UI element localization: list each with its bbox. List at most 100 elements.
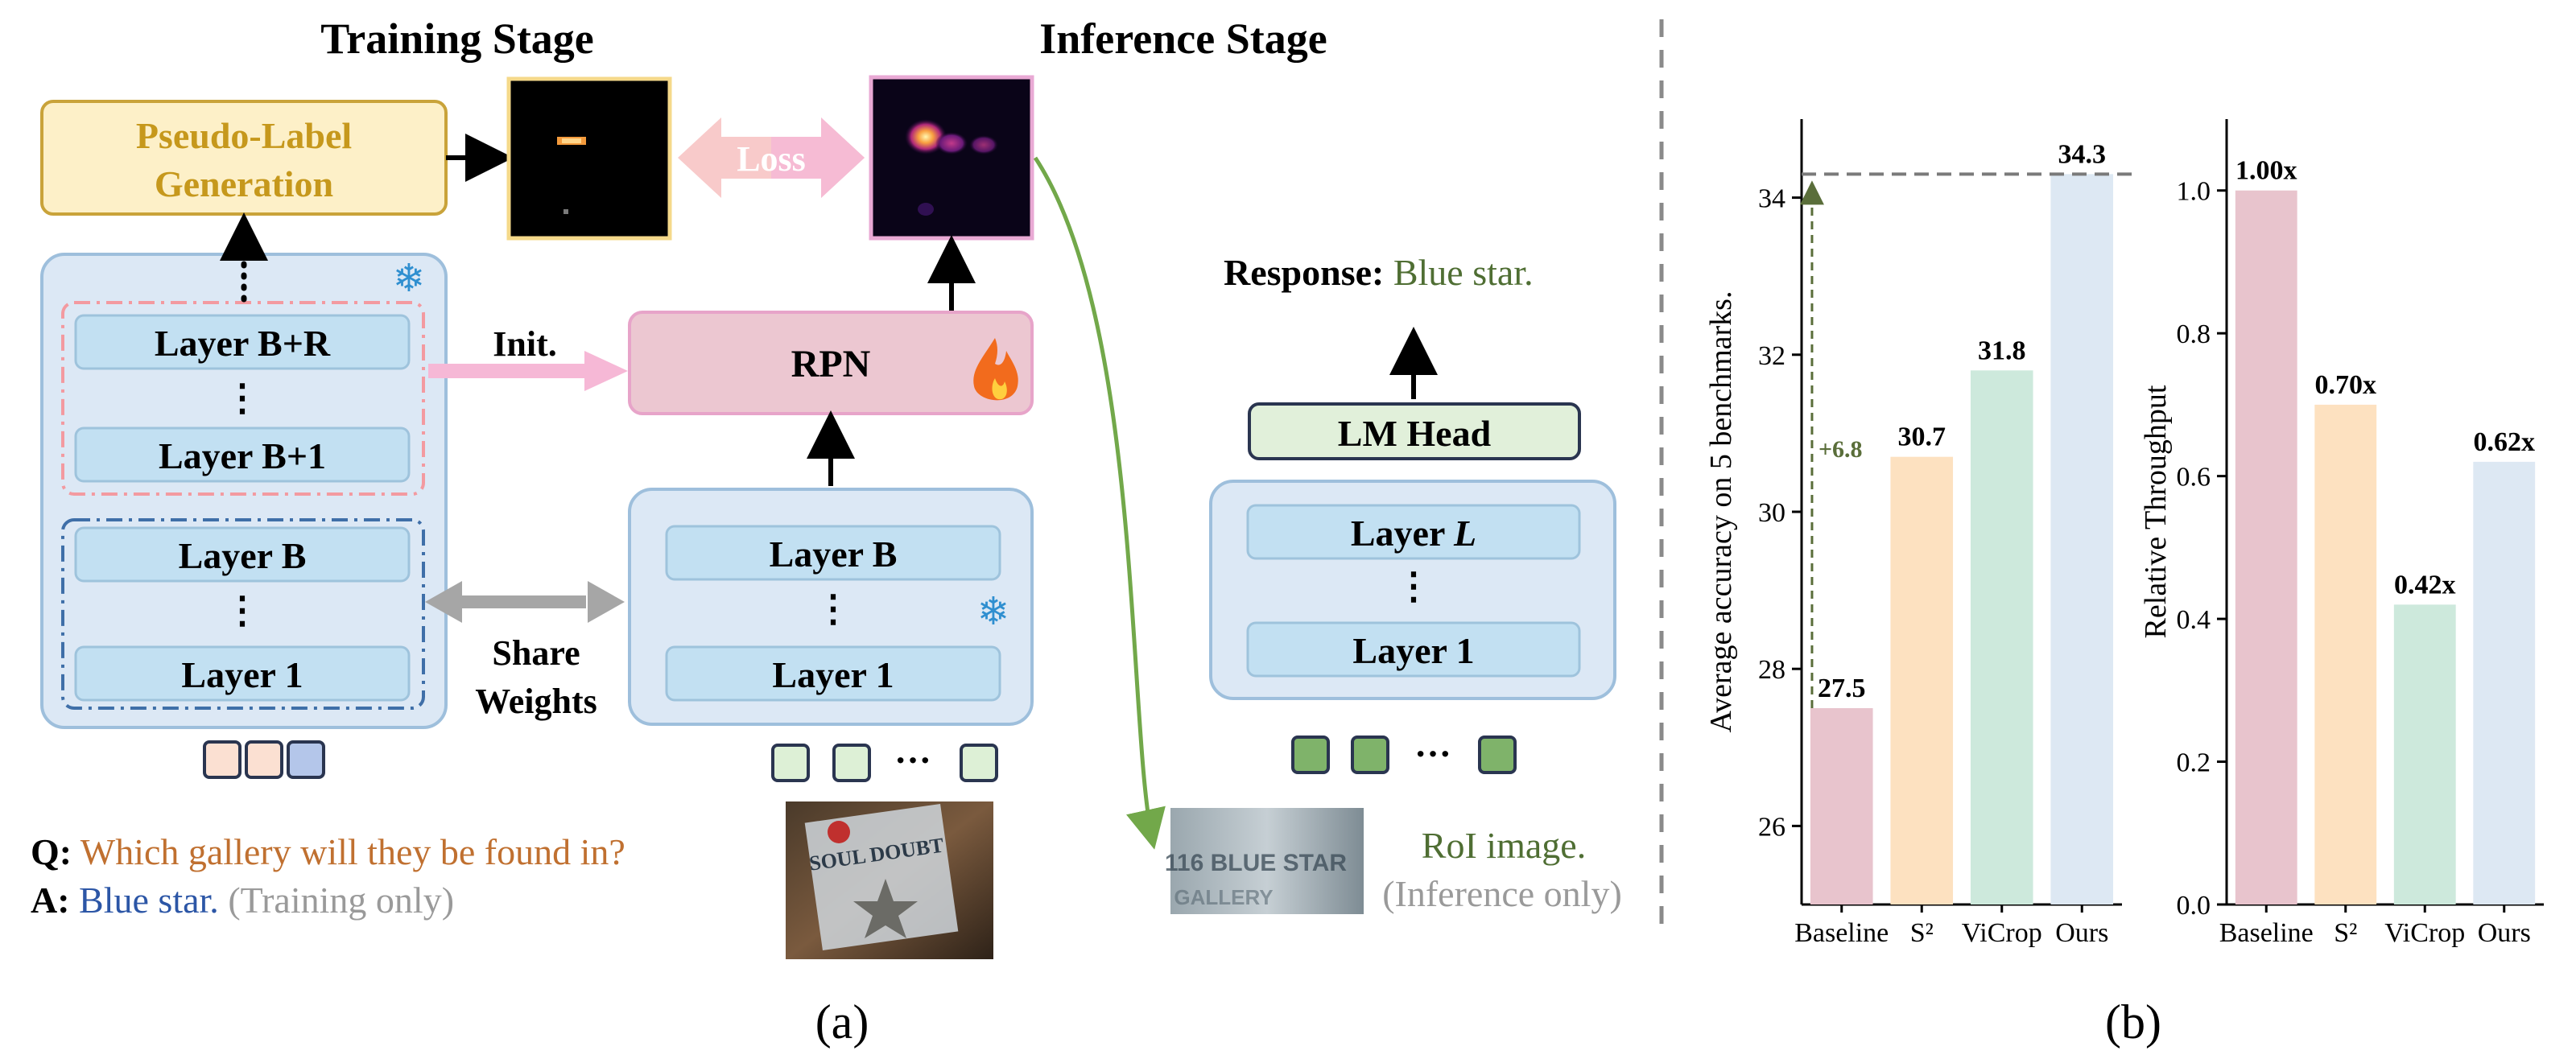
right-layer-l-prefix: Layer	[1351, 513, 1454, 554]
response-answer: Blue star.	[1384, 252, 1533, 293]
x-tick-label: Ours	[2478, 918, 2531, 948]
answer-note: (Training only)	[219, 880, 454, 921]
bar-2	[1970, 370, 2033, 904]
answer-prefix: A:	[31, 880, 70, 921]
training-stage-title: Training Stage	[320, 14, 594, 63]
roi-photo-text-2: GALLERY	[1174, 885, 1273, 909]
bar-value-label: 31.8	[1978, 336, 2026, 365]
y-tick-label: 0.4	[2177, 605, 2211, 635]
caption-a: (a)	[815, 995, 869, 1049]
x-tick-label: S²	[1910, 918, 1934, 948]
roi-label: RoI image.	[1422, 825, 1586, 866]
y-axis-title: Relative Throughput	[2139, 385, 2173, 638]
x-tick-label: Baseline	[1794, 918, 1889, 948]
panel-a: Training Stage Inference Stage Pseudo-La…	[31, 14, 1622, 1049]
y-tick-label: 34	[1758, 184, 1785, 214]
roi-image: 116 BLUE STAR GALLERY	[1165, 808, 1364, 914]
right-llm-stack: Layer L ⋮ Layer 1	[1209, 480, 1616, 700]
heatmap-to-roi-arrow	[1033, 156, 1166, 850]
pseudo-label-line-1: Pseudo-Label	[136, 115, 352, 156]
response-text: Response: Blue star.	[1224, 252, 1534, 293]
bar-value-label: 0.70x	[2315, 370, 2377, 400]
input-photo: SOUL DOUBT	[786, 801, 993, 959]
pseudo-label-line-2: Generation	[155, 163, 333, 204]
question-text: Which gallery will they be found in?	[72, 831, 625, 872]
y-axis-title: Average accuracy on 5 benchmarks.	[1704, 291, 1738, 733]
bar-value-label: 27.5	[1818, 674, 1866, 703]
loss-double-arrow: Loss	[678, 117, 865, 198]
left-vdots-2: ⋮	[224, 590, 261, 631]
share-label: Share	[492, 633, 580, 673]
x-tick-label: Baseline	[2219, 918, 2314, 948]
share-weights-arrow: Share Weights	[425, 581, 625, 721]
question-prefix: Q:	[31, 831, 72, 872]
middle-token-dots: ···	[894, 740, 931, 781]
right-layer-1-label: Layer 1	[1352, 630, 1474, 671]
lm-head-label: LM Head	[1338, 413, 1492, 454]
y-tick-label: 30	[1758, 498, 1785, 528]
snowflake-icon: ❄	[393, 258, 425, 300]
bar-value-label: 34.3	[2058, 139, 2107, 169]
x-tick-label: Ours	[2055, 918, 2108, 948]
bar-1	[2314, 404, 2377, 905]
caption-b: (b)	[2105, 995, 2161, 1049]
init-label: Init.	[493, 324, 556, 364]
left-layer-b1-label: Layer B+1	[159, 435, 326, 476]
right-token-dots: ···	[1414, 733, 1451, 774]
bar-value-label: 30.7	[1898, 422, 1946, 452]
y-tick-label: 1.0	[2177, 177, 2211, 207]
left-tokens	[203, 740, 325, 779]
loss-label: Loss	[737, 139, 806, 179]
bar-2	[2393, 604, 2456, 904]
mid-vdots: ⋮	[815, 588, 852, 629]
pseudo-label-heatmap	[506, 76, 672, 241]
left-layer-1-label: Layer 1	[181, 654, 303, 695]
bar-0	[2235, 190, 2297, 904]
question-line: Q: Which gallery will they be found in?	[31, 831, 625, 872]
inference-stage-title: Inference Stage	[1039, 14, 1327, 63]
y-tick-label: 26	[1758, 812, 1785, 842]
mid-layer-1-label: Layer 1	[772, 654, 894, 695]
star-icon	[853, 879, 918, 938]
left-layer-br-label: Layer B+R	[155, 323, 331, 364]
predicted-heatmap	[869, 75, 1034, 241]
improvement-label: +6.8	[1818, 436, 1863, 463]
bar-value-label: 1.00x	[2235, 156, 2297, 186]
left-vdots-1: ⋮	[224, 377, 261, 418]
bar-value-label: 0.62x	[2474, 427, 2536, 457]
bar-3	[2473, 461, 2536, 904]
weights-label: Weights	[475, 682, 597, 721]
mid-layer-b-label: Layer B	[770, 534, 898, 575]
roi-photo-text-1: 116 BLUE STAR	[1165, 850, 1348, 876]
bar-1	[1890, 456, 1954, 904]
roi-note: (Inference only)	[1382, 873, 1622, 914]
bar-value-label: 0.42x	[2394, 570, 2456, 600]
middle-tokens: ···	[771, 740, 998, 782]
x-tick-label: S²	[2334, 918, 2357, 948]
right-vdots: ⋮	[1395, 566, 1432, 607]
y-tick-label: 28	[1758, 655, 1785, 685]
y-tick-label: 0.2	[2177, 748, 2211, 778]
right-layer-l-label: Layer L	[1351, 513, 1476, 554]
middle-backbone-stack: Layer B ⋮ Layer 1 ❄	[628, 488, 1034, 726]
y-tick-label: 0.6	[2177, 463, 2211, 492]
response-prefix: Response:	[1224, 252, 1384, 293]
bar-0	[1810, 708, 1873, 904]
fire-icon	[973, 338, 1018, 401]
y-tick-label: 0.8	[2177, 319, 2211, 349]
right-tokens: ···	[1291, 733, 1517, 774]
answer-text: Blue star.	[70, 880, 219, 921]
answer-line: A: Blue star. (Training only)	[31, 880, 454, 921]
right-layer-l-var: L	[1453, 513, 1476, 554]
y-tick-label: 32	[1758, 341, 1785, 371]
x-tick-label: ViCrop	[2384, 918, 2465, 948]
lm-head-box	[1248, 402, 1581, 460]
y-tick-label: 0.0	[2177, 891, 2211, 921]
init-arrow: Init.	[428, 324, 628, 391]
left-layer-b-label: Layer B	[179, 535, 307, 576]
x-tick-label: ViCrop	[1962, 918, 2042, 948]
